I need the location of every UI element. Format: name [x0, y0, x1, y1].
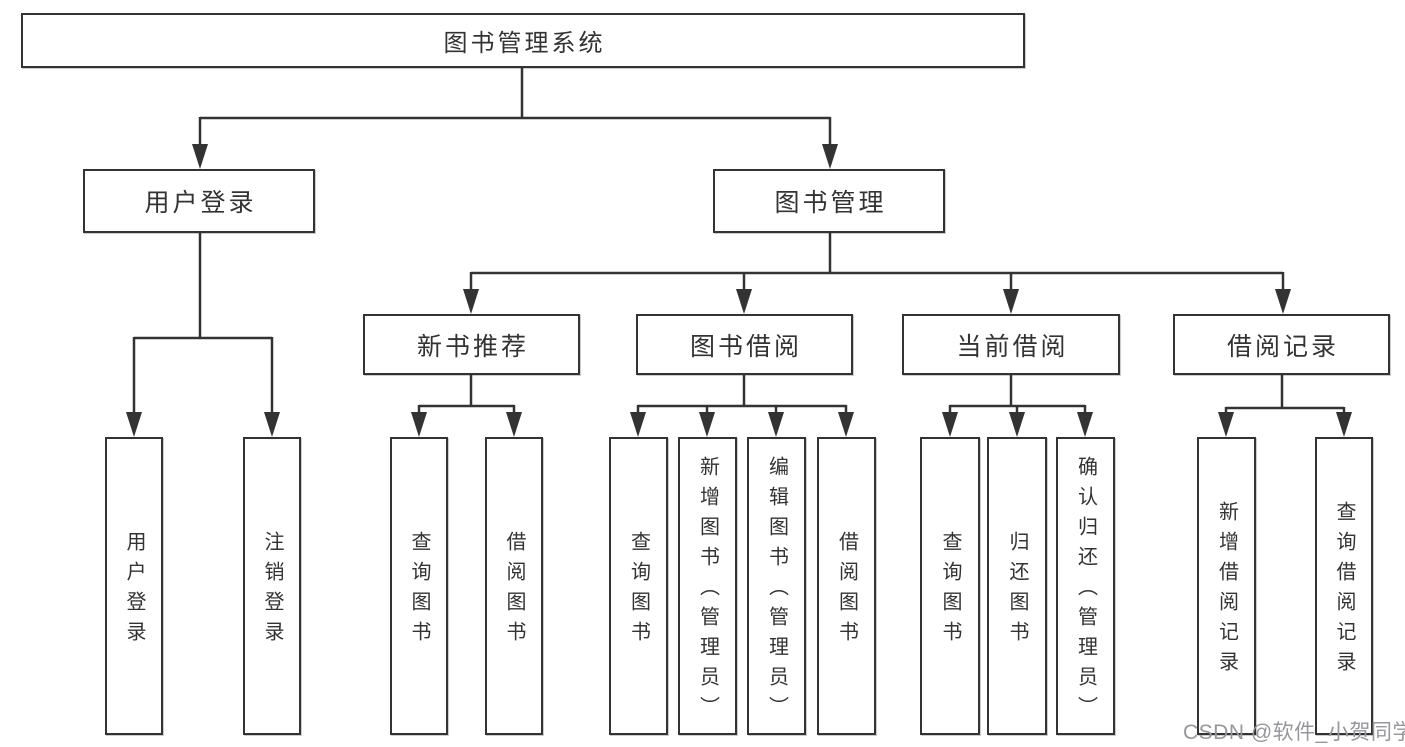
leaf-recommend-borrow-book: 借阅图书 [485, 437, 543, 735]
leaf-logout-label: 注销登录 [261, 531, 283, 651]
leaf-borrow-query-book: 查询图书 [609, 437, 668, 735]
node-current-borrow: 当前借阅 [902, 314, 1120, 375]
leaf-current-query-book: 查询图书 [920, 437, 980, 735]
leaf-current-return-book-label: 归还图书 [1006, 531, 1028, 651]
leaf-borrow-edit-book: 编辑图书（管理员） [747, 437, 806, 735]
leaf-record-add: 新增借阅记录 [1197, 437, 1256, 735]
node-book-management-label: 图书管理 [774, 189, 887, 217]
node-borrow-record-label: 借阅记录 [1226, 332, 1339, 361]
node-book-management: 图书管理 [713, 169, 945, 233]
csdn-watermark: CSDN @软件_小贺同学 [1183, 721, 1405, 744]
node-root-system: 图书管理系统 [21, 13, 1025, 68]
leaf-current-query-book-label: 查询图书 [939, 531, 961, 651]
leaf-current-return-book: 归还图书 [987, 437, 1047, 735]
leaf-record-query-label: 查询借阅记录 [1333, 501, 1355, 681]
leaf-user-login: 用户登录 [105, 437, 163, 735]
leaf-borrow-borrow-book-label: 借阅图书 [835, 531, 858, 651]
node-book-borrow-label: 图书借阅 [689, 332, 802, 361]
node-root-label: 图书管理系统 [443, 30, 606, 57]
node-user-login-label: 用户登录 [144, 189, 257, 217]
leaf-borrow-query-book-label: 查询图书 [627, 531, 650, 651]
leaf-current-confirm-return: 确认归还（管理员） [1056, 437, 1115, 735]
leaf-borrow-borrow-book: 借阅图书 [817, 437, 876, 735]
node-borrow-record: 借阅记录 [1173, 314, 1390, 375]
leaf-current-confirm-return-label: 确认归还（管理员） [1074, 456, 1097, 726]
leaf-logout: 注销登录 [243, 437, 301, 735]
node-current-borrow-label: 当前借阅 [956, 332, 1069, 361]
leaf-borrow-add-book: 新增图书（管理员） [678, 437, 737, 735]
node-book-borrow: 图书借阅 [636, 314, 853, 375]
node-user-login: 用户登录 [83, 169, 315, 233]
leaf-borrow-edit-book-label: 编辑图书（管理员） [765, 456, 788, 726]
leaf-recommend-query-book-label: 查询图书 [408, 531, 430, 651]
leaf-record-add-label: 新增借阅记录 [1215, 501, 1238, 681]
arrowheads [126, 144, 1352, 437]
leaf-borrow-add-book-label: 新增图书（管理员） [696, 456, 719, 726]
node-new-book-recommend-label: 新书推荐 [416, 332, 529, 361]
leaf-recommend-borrow-book-label: 借阅图书 [503, 531, 525, 651]
leaf-recommend-query-book: 查询图书 [390, 437, 448, 735]
leaf-user-login-label: 用户登录 [123, 531, 145, 651]
leaf-record-query: 查询借阅记录 [1315, 437, 1373, 735]
node-new-book-recommend: 新书推荐 [363, 314, 580, 375]
